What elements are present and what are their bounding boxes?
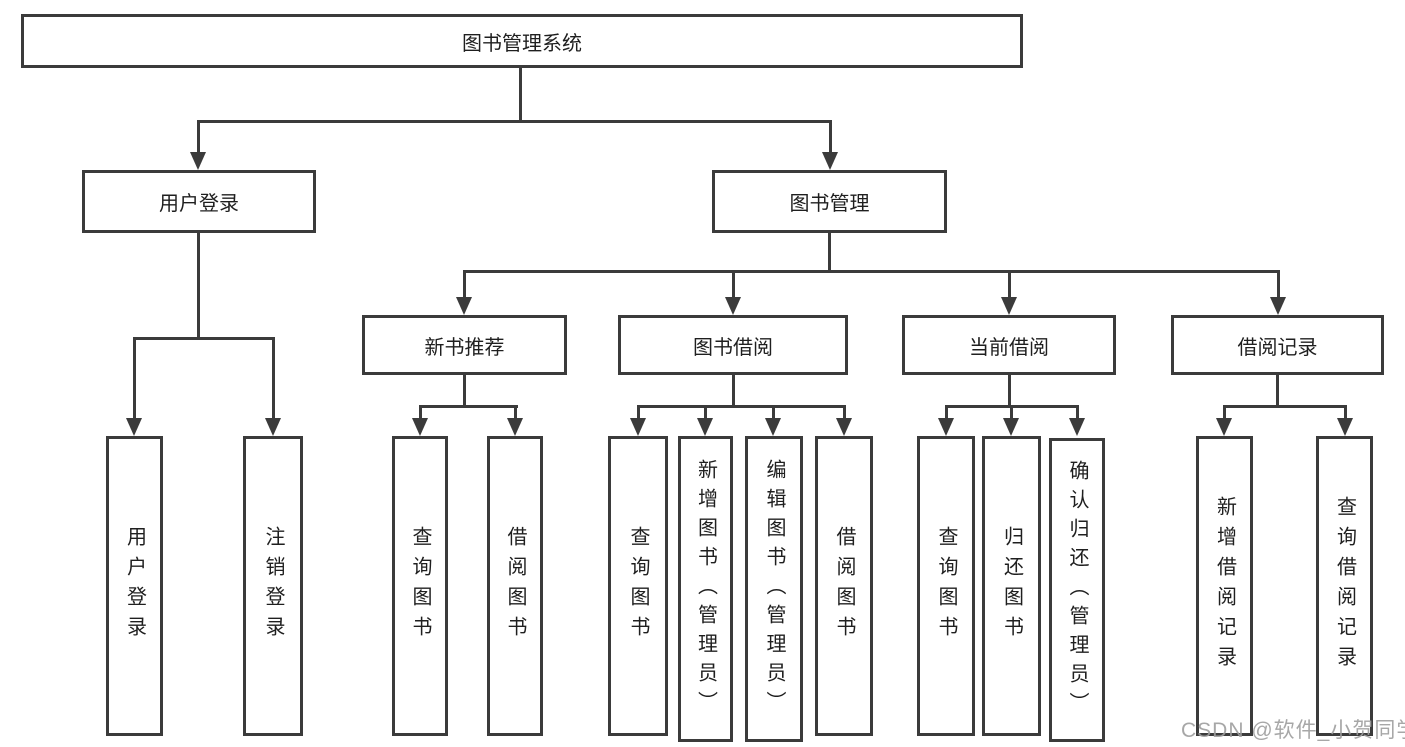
connector-line [419, 405, 422, 425]
node-user-login-label: 用户登录 [159, 193, 239, 215]
connector-line [829, 120, 832, 156]
csdn-watermark: CSDN @软件_小贺同学 [1181, 719, 1405, 742]
leaf-edit-book-admin-label: 编辑图书（管理员） [763, 458, 785, 720]
arrow-down-icon [836, 418, 852, 436]
node-book-borrowing: 图书借阅 [618, 315, 848, 375]
connector-line [197, 120, 200, 156]
connector-line [133, 337, 136, 422]
connector-line [732, 375, 735, 405]
leaf-query-books-2: 查询图书 [608, 436, 668, 736]
connector-line [772, 405, 775, 425]
leaf-query-books-3-label: 查询图书 [935, 526, 957, 646]
leaf-logout-label: 注销登录 [262, 526, 284, 646]
arrow-down-icon [1270, 297, 1286, 315]
arrow-down-icon [725, 297, 741, 315]
arrow-down-icon [822, 152, 838, 170]
connector-line [1010, 405, 1013, 425]
connector-line [828, 233, 831, 270]
arrow-down-icon [507, 418, 523, 436]
connector-line [945, 405, 948, 425]
leaf-user-login-label: 用户登录 [123, 526, 146, 646]
leaf-return-books-label: 归还图书 [1000, 526, 1023, 646]
connector-line [197, 120, 831, 123]
connector-line [519, 68, 522, 120]
connector-line [197, 233, 200, 337]
arrow-down-icon [1337, 418, 1353, 436]
node-book-management: 图书管理 [712, 170, 947, 233]
leaf-query-books-1: 查询图书 [392, 436, 448, 736]
node-book-management-label: 图书管理 [789, 193, 870, 215]
arrow-down-icon [190, 152, 206, 170]
arrow-down-icon [456, 297, 472, 315]
leaf-add-borrow-record: 新增借阅记录 [1196, 436, 1253, 736]
connector-line [1344, 405, 1347, 425]
connector-line [463, 270, 466, 300]
arrow-down-icon [938, 418, 954, 436]
connector-line [463, 375, 466, 405]
leaf-confirm-return-admin: 确认归还（管理员） [1049, 438, 1105, 742]
leaf-return-books: 归还图书 [982, 436, 1041, 736]
leaf-borrow-books-1: 借阅图书 [487, 436, 543, 736]
leaf-edit-book-admin: 编辑图书（管理员） [745, 436, 803, 742]
node-current-borrowing: 当前借阅 [902, 315, 1116, 375]
arrow-down-icon [1069, 418, 1085, 436]
connector-line [463, 270, 1279, 273]
connector-line [1008, 375, 1011, 405]
connector-line [1008, 270, 1011, 300]
arrow-down-icon [265, 418, 281, 436]
connector-line [1277, 270, 1280, 300]
leaf-query-borrow-record-label: 查询借阅记录 [1333, 496, 1356, 676]
leaf-borrow-books-2: 借阅图书 [815, 436, 873, 736]
node-current-borrowing-label: 当前借阅 [969, 336, 1049, 359]
connector-line [637, 405, 846, 408]
leaf-add-book-admin-label: 新增图书（管理员） [694, 458, 717, 720]
arrow-down-icon [697, 418, 713, 436]
connector-line [843, 405, 846, 425]
leaf-add-book-admin: 新增图书（管理员） [678, 436, 733, 742]
leaf-borrow-books-1-label: 借阅图书 [504, 526, 526, 646]
node-borrowing-records-label: 借阅记录 [1237, 336, 1318, 359]
arrow-down-icon [1001, 297, 1017, 315]
connector-line [1276, 375, 1279, 405]
connector-line [419, 405, 518, 408]
leaf-user-login: 用户登录 [106, 436, 163, 736]
leaf-query-books-2-label: 查询图书 [627, 526, 649, 646]
arrow-down-icon [630, 418, 646, 436]
leaf-query-books-1-label: 查询图书 [409, 526, 431, 646]
node-borrowing-records: 借阅记录 [1171, 315, 1384, 375]
leaf-query-books-3: 查询图书 [917, 436, 975, 736]
arrow-down-icon [765, 418, 781, 436]
arrow-down-icon [1216, 418, 1232, 436]
node-root-label: 图书管理系统 [462, 32, 582, 55]
node-user-login: 用户登录 [82, 170, 316, 233]
connector-line [514, 405, 517, 425]
leaf-logout: 注销登录 [243, 436, 303, 736]
connector-line [272, 337, 275, 422]
connector-line [1076, 405, 1079, 425]
connector-line [637, 405, 640, 425]
connector-line [732, 270, 735, 300]
leaf-borrow-books-2-label: 借阅图书 [833, 526, 855, 646]
node-new-book-recommendation-label: 新书推荐 [424, 336, 505, 359]
node-book-borrowing-label: 图书借阅 [693, 336, 773, 359]
node-new-book-recommendation: 新书推荐 [362, 315, 567, 375]
arrow-down-icon [126, 418, 142, 436]
node-root: 图书管理系统 [21, 14, 1023, 68]
connector-line [704, 405, 707, 425]
arrow-down-icon [412, 418, 428, 436]
connector-line [133, 337, 275, 340]
leaf-add-borrow-record-label: 新增借阅记录 [1213, 496, 1236, 676]
leaf-confirm-return-admin-label: 确认归还（管理员） [1066, 459, 1088, 721]
arrow-down-icon [1003, 418, 1019, 436]
connector-line [1223, 405, 1347, 408]
connector-line [1223, 405, 1226, 425]
leaf-query-borrow-record: 查询借阅记录 [1316, 436, 1373, 736]
